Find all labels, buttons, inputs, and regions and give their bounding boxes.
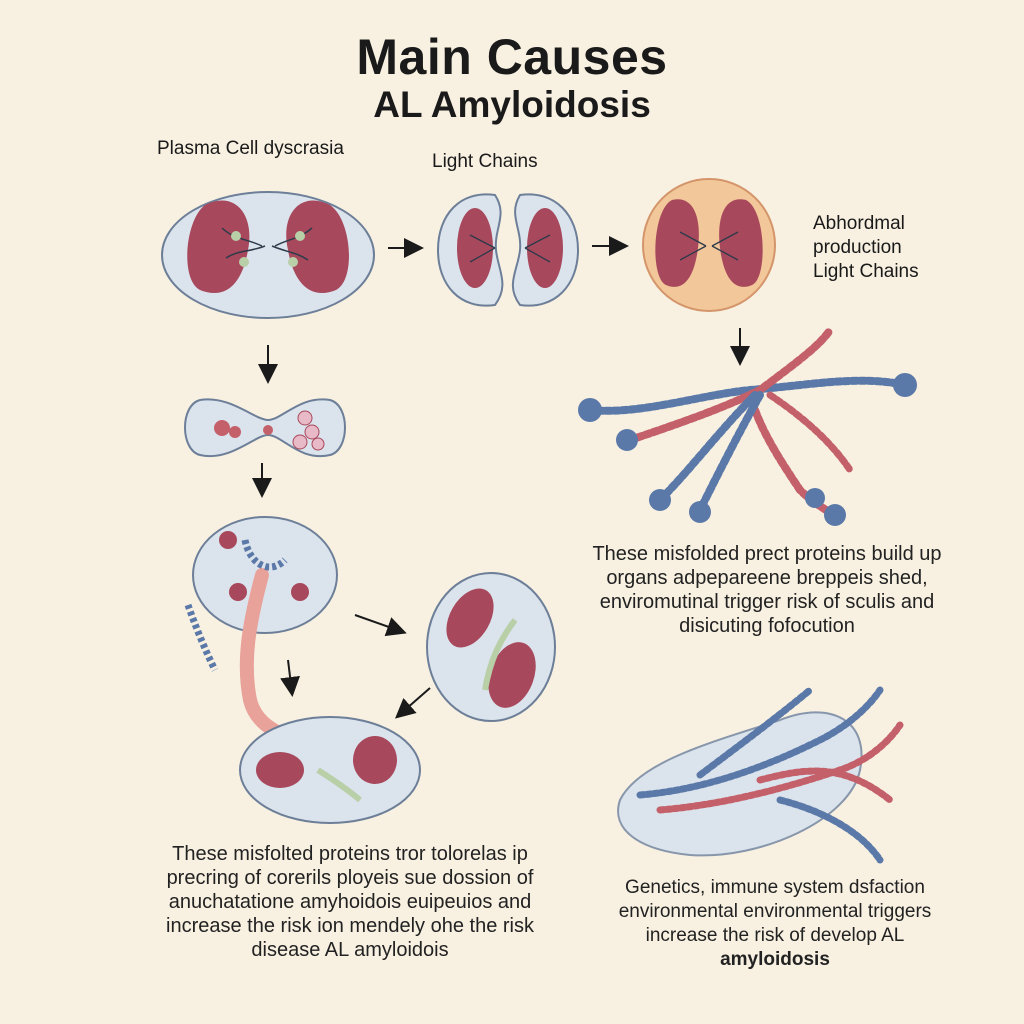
- diagram-title: Main Causes: [356, 29, 668, 85]
- label-abnormal-line-3: Light Chains: [813, 261, 919, 282]
- paragraph-right-middle-line-2: organs adpepareene breppeis shed,: [606, 567, 928, 589]
- paragraph-left-bottom-line-5: disease AL amyloidois: [251, 939, 449, 961]
- amyloid-fibril-network: [586, 326, 909, 519]
- paragraph-right-middle-line-1: These misfolded prect proteins build up: [592, 543, 942, 565]
- diagram-subtitle: AL Amyloidosis: [373, 84, 651, 125]
- label-abnormal-line-2: production: [813, 237, 902, 258]
- paragraph-right-bottom-line-1: Genetics, immune system dsfaction: [625, 877, 925, 898]
- abnormal-cell: [642, 178, 776, 312]
- misfolding-cell: [184, 516, 338, 745]
- paragraph-right-bottom-line-2: environmental environmental triggers: [618, 901, 932, 922]
- label-light-chains: Light Chains: [432, 151, 538, 172]
- amyloid-tissue-deposit: [617, 686, 904, 864]
- paragraph-right-bottom: Genetics, immune system dsfaction enviro…: [575, 876, 975, 972]
- paragraph-right-middle-line-4: disicuting fofocution: [679, 615, 855, 637]
- paragraph-left-bottom-line-4: increase the risk ion mendely ohe the ri…: [166, 915, 534, 937]
- paragraph-right-middle: These misfolded prect proteins build up …: [562, 542, 972, 638]
- oval-cell-bottom: [239, 716, 421, 824]
- light-chain-cells: [436, 193, 580, 307]
- paragraph-right-middle-line-3: enviromutinal trigger risk of sculis and: [599, 591, 935, 613]
- paragraph-left-bottom-line-3: anuchatatione amyhoidois euipeuios and: [168, 891, 532, 913]
- label-abnormal-production: Abhordmal production Light Chains: [813, 212, 919, 284]
- label-abnormal-line-1: Abhordmal: [813, 213, 905, 234]
- oval-cell-right: [426, 572, 556, 722]
- paragraph-right-bottom-line-3: increase the risk of develop AL: [645, 925, 905, 946]
- paragraph-left-bottom: These misfolted proteins tror tolorelas …: [135, 842, 565, 962]
- paragraph-left-bottom-line-2: precring of corerils ployeis sue dossion…: [166, 867, 534, 889]
- paragraph-right-bottom-line-4: amyloidosis: [720, 949, 830, 970]
- flow-arrows: [252, 236, 750, 719]
- dividing-cell: [184, 398, 346, 458]
- label-plasma-cell: Plasma Cell dyscrasia: [157, 138, 344, 159]
- fibril-end-beads: [578, 373, 917, 526]
- plasma-cell-large: [161, 191, 375, 319]
- paragraph-left-bottom-line-1: These misfolted proteins tror tolorelas …: [172, 843, 528, 865]
